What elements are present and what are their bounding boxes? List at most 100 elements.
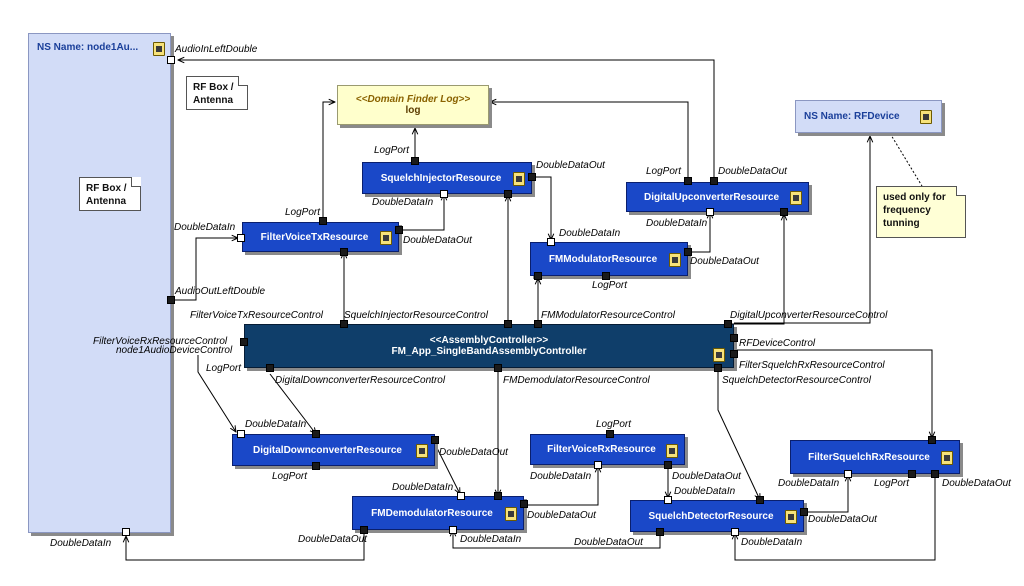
port-ac-fm-ctrl[interactable] <box>534 320 542 328</box>
port-fvt-ddout[interactable] <box>395 226 403 234</box>
port-fm-ddin[interactable] <box>547 238 555 246</box>
port-sd-ddin2[interactable] <box>731 528 739 536</box>
port-ac-si-ctrl[interactable] <box>504 320 512 328</box>
port-fmd-ddout[interactable] <box>520 500 528 508</box>
connector-ac-fsr <box>735 349 932 438</box>
label-fvr-ddout: DoubleDataOut <box>672 471 741 482</box>
port-ac-rf-ctrl[interactable] <box>730 334 738 342</box>
port-fsr-ddout[interactable] <box>931 470 939 478</box>
ns-rfdevice-title: NS Name: RFDevice <box>804 111 900 122</box>
note-line: frequency <box>883 205 931 216</box>
port-sd-ddin[interactable] <box>664 496 672 504</box>
port-dd-ddin[interactable] <box>237 430 245 438</box>
log-name: log <box>405 105 421 116</box>
label-fvt-ddin: DoubleDataIn <box>174 222 236 233</box>
port-ac-fsr-ctrl[interactable] <box>730 350 738 358</box>
note-line: RF Box / <box>86 183 127 194</box>
assembly-controller-box[interactable]: <<AssemblyController>> FM_App_SingleBand… <box>244 324 734 368</box>
port-si-logport[interactable] <box>411 157 419 165</box>
connector-ac-rf <box>734 136 870 324</box>
label-du-ddin: DoubleDataIn <box>646 218 708 229</box>
port-ac-du-ctrl[interactable] <box>724 320 732 328</box>
squelch-detector-box[interactable]: SquelchDetectorResource <box>630 500 804 532</box>
port-ac-dd-ctrl[interactable] <box>266 364 274 372</box>
label-fmd-ddin: DoubleDataIn <box>392 482 454 493</box>
connector-audio-out-fvt <box>172 238 238 301</box>
port-dd-ctrl[interactable] <box>312 430 320 438</box>
label-node-ddin: DoubleDataIn <box>50 538 112 549</box>
note-line: RF Box / <box>193 82 234 93</box>
port-fvr-logport[interactable] <box>606 430 614 438</box>
filter-voice-rx-box[interactable]: FilterVoiceRxResource <box>530 434 685 465</box>
label-dd-logport: LogPort <box>272 471 308 482</box>
note-used-only: used only for frequency tunning <box>876 186 966 238</box>
component-icon <box>513 172 525 186</box>
component-icon <box>713 348 725 362</box>
label-dd-ddin: DoubleDataIn <box>245 419 307 430</box>
digital-downconverter-box[interactable]: DigitalDownconverterResource <box>232 434 435 466</box>
port-fvr-ddout[interactable] <box>664 461 672 469</box>
filter-voice-tx-box[interactable]: FilterVoiceTxResource <box>242 222 399 252</box>
port-dd-ddout[interactable] <box>431 436 439 444</box>
port-du-logport[interactable] <box>684 177 692 185</box>
port-fsr-ctrl[interactable] <box>928 436 936 444</box>
label-ac-si-ctrl: SquelchInjectorResourceControl <box>344 310 488 321</box>
port-node-ddin[interactable] <box>122 528 130 536</box>
connector-ac-sd <box>717 368 760 500</box>
port-si-ctrl[interactable] <box>504 190 512 198</box>
port-ac-node-ctrl[interactable] <box>240 338 248 346</box>
label-sd-ddout: DoubleDataOut <box>808 514 877 525</box>
port-fvt-ddin[interactable] <box>237 234 245 242</box>
component-icon <box>416 444 428 458</box>
connector-fm-du <box>690 212 710 253</box>
component-title: FMModulatorResource <box>548 253 658 265</box>
port-audio-out-left[interactable] <box>167 296 175 304</box>
label-sd-ddout2: DoubleDataOut <box>574 537 643 548</box>
port-si-ddin[interactable] <box>440 190 448 198</box>
label-ac-du-ctrl: DigitalUpconverterResourceControl <box>730 310 888 321</box>
port-sd-ctrl[interactable] <box>756 496 764 504</box>
port-fm-ctrl[interactable] <box>534 272 542 280</box>
port-sd-ddout[interactable] <box>800 508 808 516</box>
port-du-ddin[interactable] <box>706 208 714 216</box>
port-fmd-ddin2[interactable] <box>449 526 457 534</box>
connector-ac-ddctrl <box>269 373 316 434</box>
connector-si-fm <box>534 176 551 240</box>
connector-fvt-log <box>322 102 335 222</box>
ns-rfdevice-box[interactable]: NS Name: RFDevice <box>795 100 942 133</box>
port-fmd-ddin[interactable] <box>457 492 465 500</box>
port-fmd-ctrl[interactable] <box>494 492 502 500</box>
port-ac-fmd-ctrl[interactable] <box>494 364 502 372</box>
port-ac-fvt-ctrl[interactable] <box>340 320 348 328</box>
port-fsr-ddin[interactable] <box>844 470 852 478</box>
note-line: used only for <box>883 192 946 203</box>
connector-du-log <box>490 102 689 182</box>
port-du-ctrl[interactable] <box>780 208 788 216</box>
note-rf-box-inner: RF Box / Antenna <box>79 177 141 211</box>
port-fmd-ddout2[interactable] <box>360 526 368 534</box>
ns-node1-box[interactable]: NS Name: node1Au... <box>28 33 171 533</box>
port-audio-in-left[interactable] <box>167 56 175 64</box>
log-stereotype: <<Domain Finder Log>> <box>355 94 471 105</box>
port-fvt-logport[interactable] <box>319 217 327 225</box>
port-fvt-ctrl[interactable] <box>340 248 348 256</box>
fm-demodulator-box[interactable]: FMDemodulatorResource <box>352 496 524 530</box>
port-fvr-ddin[interactable] <box>594 461 602 469</box>
domain-finder-log-box[interactable]: <<Domain Finder Log>> log <box>337 85 489 125</box>
port-du-ddout[interactable] <box>710 177 718 185</box>
fm-modulator-box[interactable]: FMModulatorResource <box>530 242 688 276</box>
note-line: Antenna <box>193 95 233 106</box>
port-sd-ddout2[interactable] <box>656 528 664 536</box>
component-icon <box>790 191 802 205</box>
port-ac-sd-ctrl[interactable] <box>714 364 722 372</box>
port-fm-logport[interactable] <box>602 272 610 280</box>
port-fsr-logport[interactable] <box>908 470 916 478</box>
component-icon <box>941 451 953 465</box>
port-si-ddout[interactable] <box>528 173 536 181</box>
port-fm-ddout[interactable] <box>684 248 692 256</box>
component-icon <box>785 510 797 524</box>
filter-squelch-rx-box[interactable]: FilterSquelchRxResource <box>790 440 960 474</box>
port-dd-logport[interactable] <box>312 462 320 470</box>
label-sd-ddin2: DoubleDataIn <box>741 537 803 548</box>
